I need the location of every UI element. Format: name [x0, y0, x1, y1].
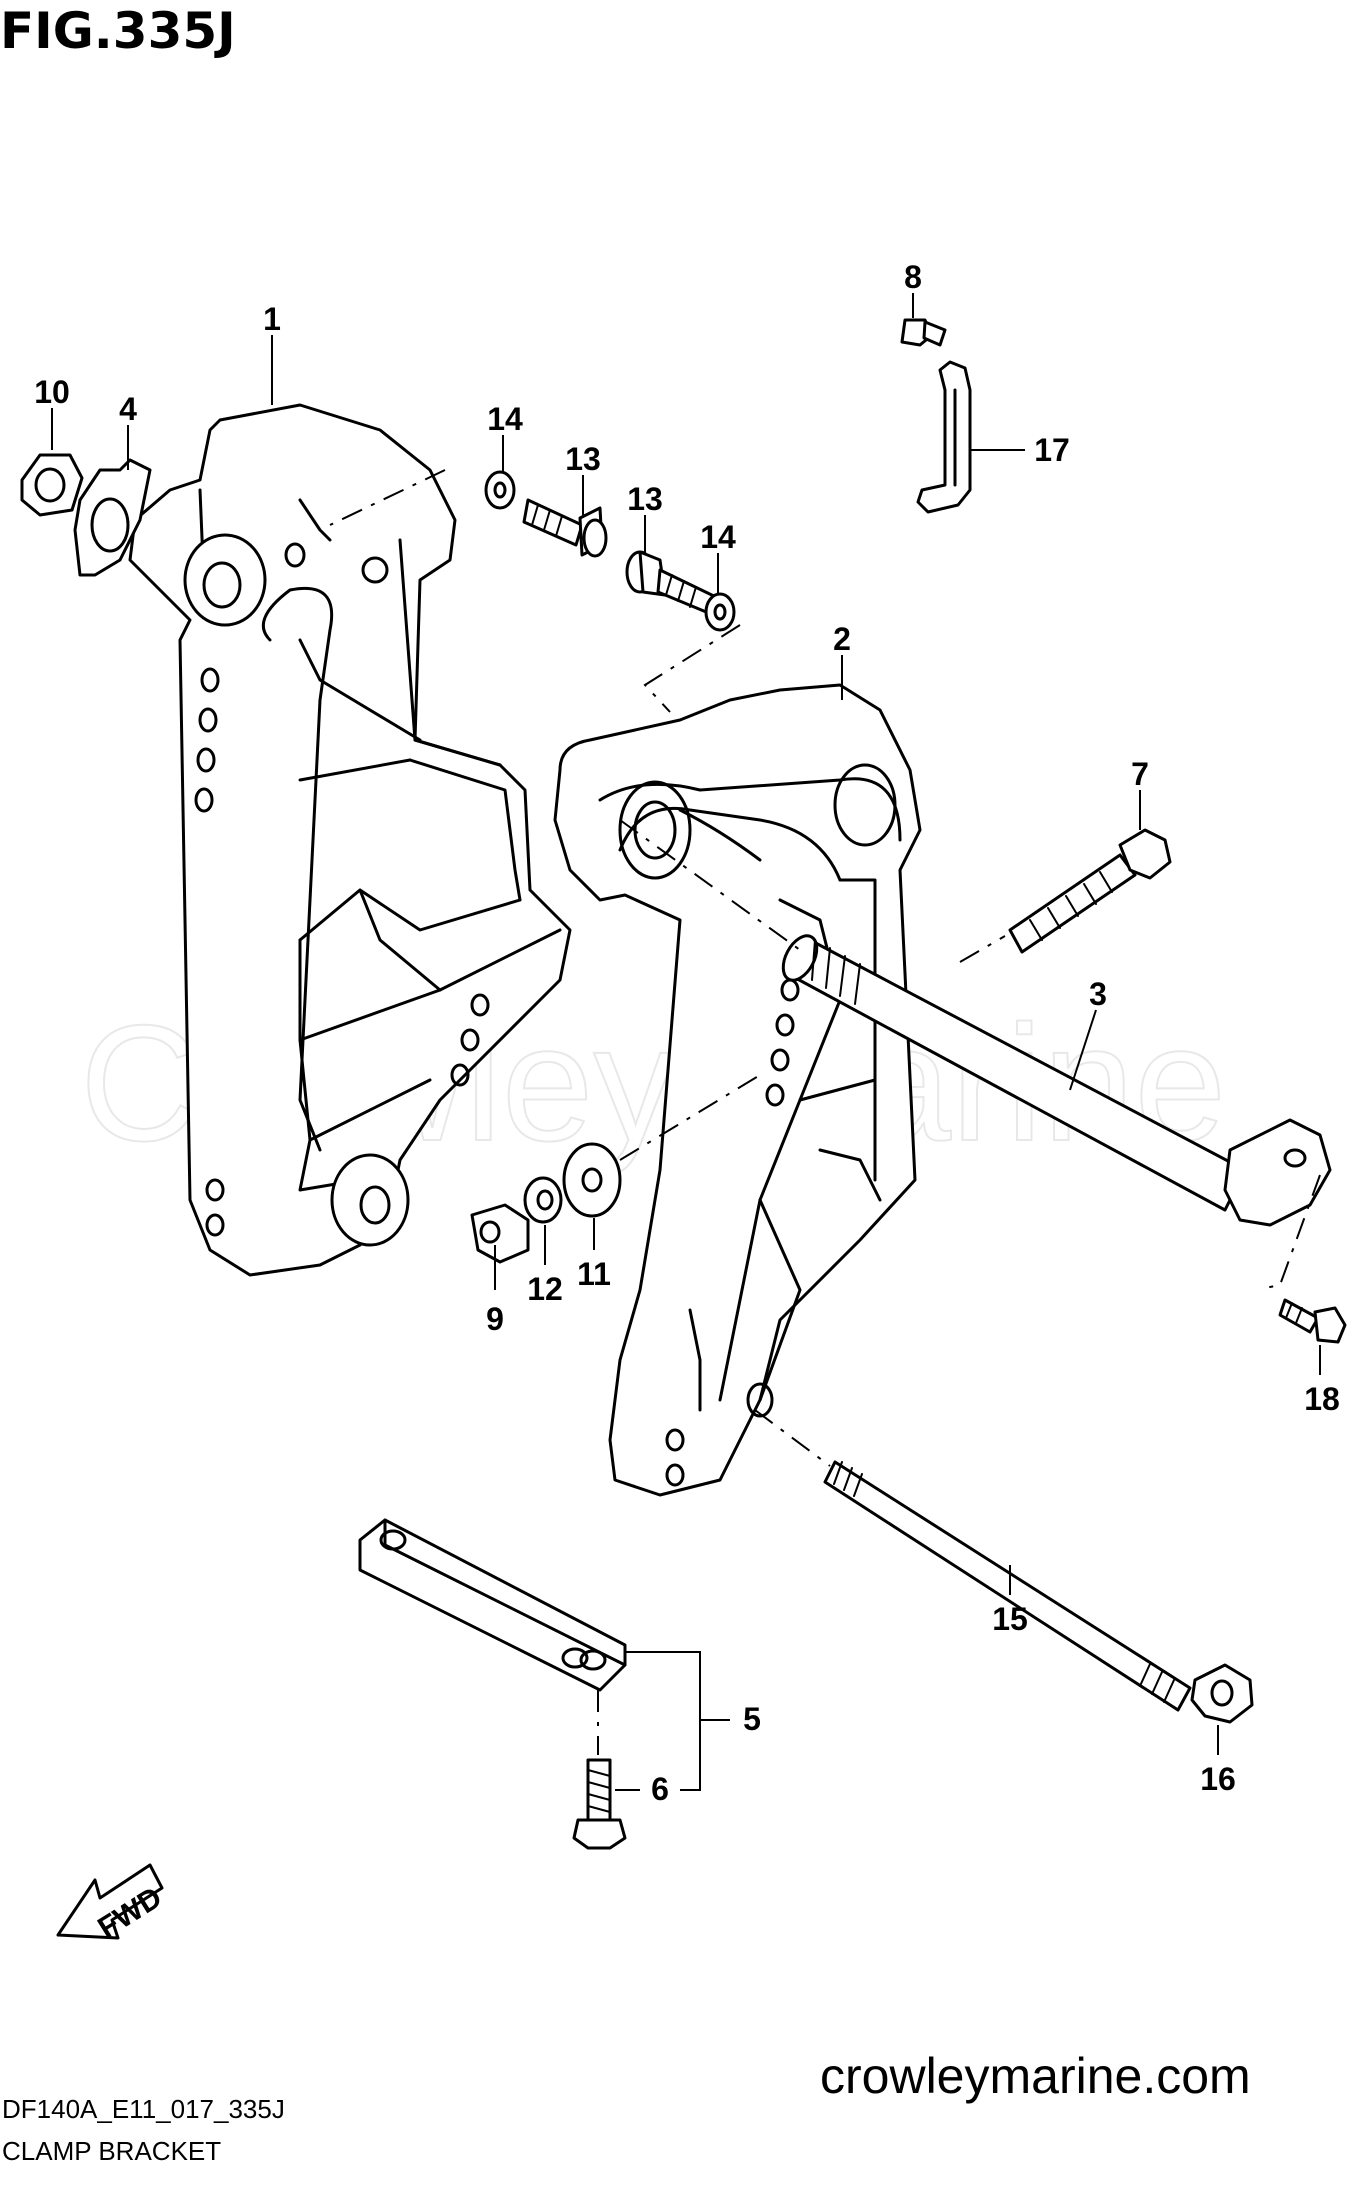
- callout-6: 6: [651, 1771, 669, 1807]
- fwd-arrow-icon: FWD: [56, 1863, 168, 1945]
- callout-13-lower: 13: [627, 481, 663, 517]
- leader-lines: [51, 293, 1321, 1791]
- bolt-13-lower: [625, 550, 720, 616]
- bolt-18: [1278, 1298, 1347, 1344]
- tilt-tube: [781, 934, 1332, 1227]
- nut-16: [1190, 1663, 1254, 1724]
- callout-14-upper: 14: [487, 401, 523, 437]
- callout-17: 17: [1034, 432, 1070, 468]
- washer-14-upper: [484, 470, 516, 510]
- axis-bolt-13-upper: [329, 469, 446, 526]
- callout-5: 5: [743, 1701, 761, 1737]
- figure-code: DF140A_E11_017_335J: [2, 2094, 285, 2124]
- washer-14-lower: [704, 592, 736, 632]
- website-url: crowleymarine.com: [820, 2048, 1251, 2104]
- clamp-bracket-port: [128, 403, 572, 1277]
- axis-bolt-18: [1264, 1174, 1321, 1289]
- callout-12: 12: [527, 1271, 563, 1307]
- callout-4: 4: [119, 391, 137, 427]
- callout-7: 7: [1131, 756, 1149, 792]
- washer-11: [562, 1142, 622, 1218]
- callout-13-upper: 13: [565, 441, 601, 477]
- callout-8: 8: [904, 259, 922, 295]
- clamp-bracket-starboard: [553, 683, 922, 1497]
- axis-bolt-7: [959, 935, 1006, 963]
- callout-labels: 1 2 3 4 5 6 7 8 9 10 11 12 13 13 14 14 1…: [34, 259, 1340, 1807]
- nut-9: [470, 1203, 530, 1264]
- washer-12: [523, 1176, 563, 1224]
- callout-16: 16: [1200, 1761, 1236, 1797]
- callout-14-lower: 14: [700, 519, 736, 555]
- callout-10: 10: [34, 374, 70, 410]
- callout-9: 9: [486, 1301, 504, 1337]
- bolt-13-upper: [522, 498, 608, 558]
- figure-title: FIG.335J: [0, 2, 236, 60]
- callout-2: 2: [833, 621, 851, 657]
- axis-bolt-15: [754, 1409, 831, 1467]
- callout-1: 1: [263, 301, 281, 337]
- gasket-plate: [73, 458, 152, 577]
- axis-tilt-tube: [619, 819, 801, 951]
- callout-3: 3: [1089, 976, 1107, 1012]
- bolt-7: [1008, 828, 1172, 954]
- axis-washers: [619, 1074, 761, 1161]
- callout-11: 11: [577, 1256, 611, 1292]
- axis-bolt-13-lower: [643, 624, 741, 713]
- anode-plate: [358, 1518, 627, 1692]
- bolt-6: [572, 1758, 627, 1850]
- callout-15: 15: [992, 1601, 1028, 1637]
- bolt-8: [900, 318, 947, 347]
- clip-17: [916, 360, 972, 514]
- callout-18: 18: [1304, 1381, 1340, 1417]
- figure-caption: CLAMP BRACKET: [2, 2136, 221, 2166]
- nut-10: [20, 453, 84, 517]
- bolt-15: [823, 1460, 1192, 1712]
